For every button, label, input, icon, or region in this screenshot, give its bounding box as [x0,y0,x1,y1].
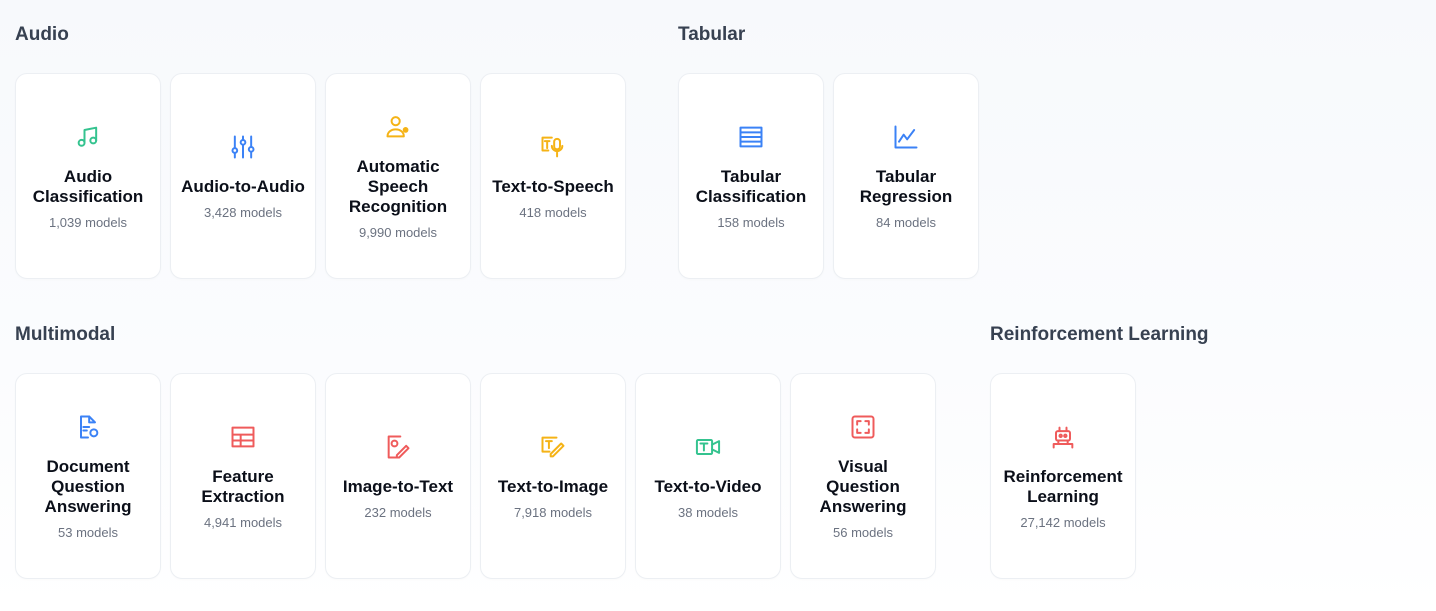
card-title: Automatic Speech Recognition [348,156,448,216]
card-count: 27,142 models [1020,514,1106,530]
task-card-text-to-video[interactable]: Text-to-Video 38 models [635,373,781,579]
task-card-text-to-speech[interactable]: Text-to-Speech 418 models [480,73,626,279]
text-image-pencil-icon [539,433,567,461]
card-title: Text-to-Video [654,476,762,496]
card-title: Text-to-Speech [492,176,614,196]
section-title-audio: Audio [15,24,69,45]
section-title-multimodal: Multimodal [15,324,116,345]
text-mic-icon [539,133,567,161]
card-count: 418 models [519,204,587,220]
task-card-image-to-text[interactable]: Image-to-Text 232 models [325,373,471,579]
card-count: 232 models [364,504,432,520]
task-card-audio-classification[interactable]: Audio Classification 1,039 models [15,73,161,279]
text-video-icon [694,433,722,461]
task-card-text-to-image[interactable]: Text-to-Image 7,918 models [480,373,626,579]
card-count: 1,039 models [48,214,128,230]
task-card-reinforcement-learning[interactable]: Reinforcement Learning 27,142 models [990,373,1136,579]
line-chart-icon [892,123,920,151]
card-title: Visual Question Answering [819,456,907,516]
card-count: 53 models [58,524,118,540]
card-title: Text-to-Image [497,476,609,496]
card-count: 84 models [876,214,936,230]
task-card-automatic-speech-recognition[interactable]: Automatic Speech Recognition 9,990 model… [325,73,471,279]
card-title: Image-to-Text [342,476,454,496]
card-count: 7,918 models [513,504,593,520]
card-title: Document Question Answering [44,456,132,516]
card-count: 158 models [717,214,785,230]
image-edit-icon [384,433,412,461]
sliders-icon [229,133,257,161]
card-count: 56 models [833,524,893,540]
frame-scan-icon [849,413,877,441]
card-title: Tabular Classification [695,166,807,206]
robot-icon [1049,423,1077,451]
table-rows-icon [737,123,765,151]
task-card-audio-to-audio[interactable]: Audio-to-Audio 3,428 models [170,73,316,279]
card-title: Tabular Regression [859,166,953,206]
section-title-tabular: Tabular [678,24,746,45]
table-grid-icon [229,423,257,451]
task-card-visual-question-answering[interactable]: Visual Question Answering 56 models [790,373,936,579]
card-title: Reinforcement Learning [1003,466,1123,506]
card-title: Audio Classification [32,166,144,206]
section-title-reinforcement-learning: Reinforcement Learning [990,324,1209,345]
task-card-tabular-classification[interactable]: Tabular Classification 158 models [678,73,824,279]
card-title: Audio-to-Audio [181,176,305,196]
card-count: 3,428 models [203,204,283,220]
card-count: 38 models [678,504,738,520]
task-card-tabular-regression[interactable]: Tabular Regression 84 models [833,73,979,279]
person-speech-icon [384,113,412,141]
card-count: 9,990 models [358,224,438,240]
music-note-icon [74,123,102,151]
card-title: Feature Extraction [201,466,285,506]
task-card-document-question-answering[interactable]: Document Question Answering 53 models [15,373,161,579]
task-card-feature-extraction[interactable]: Feature Extraction 4,941 models [170,373,316,579]
document-search-icon [74,413,102,441]
card-count: 4,941 models [203,514,283,530]
